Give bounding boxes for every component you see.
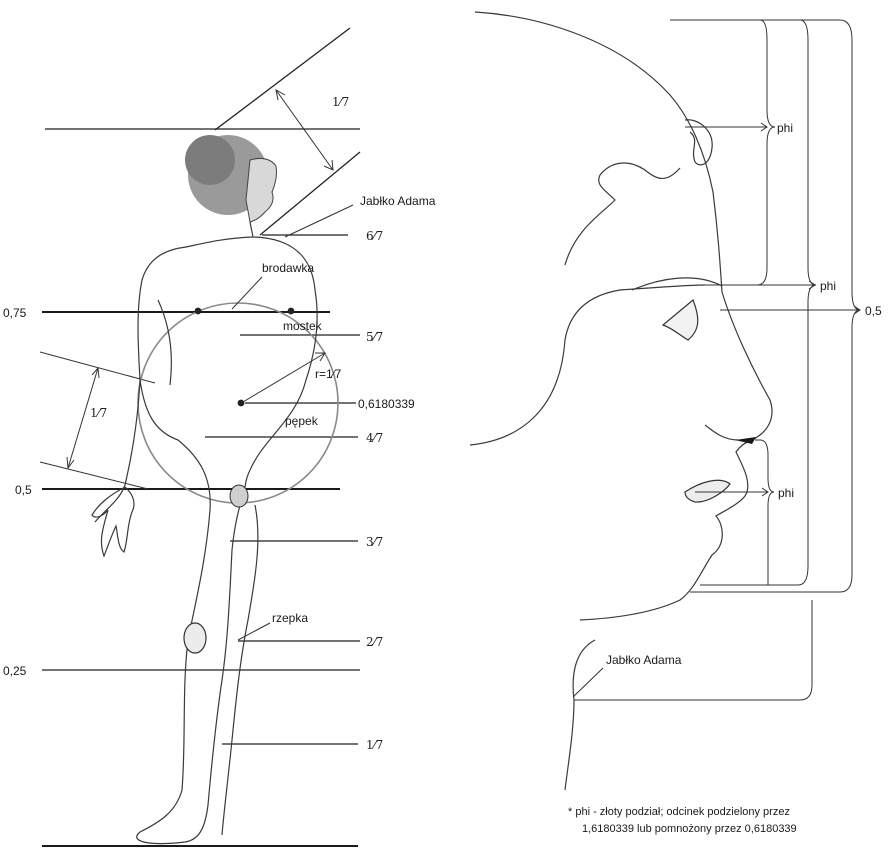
- bracket-brow: [690, 20, 816, 585]
- body-figure: 1⁄7 Jabłko Adama 6⁄7 brodawka 0,75 moste…: [3, 28, 436, 846]
- radius-line: [243, 353, 325, 402]
- footnote-line-2: 1,6180339 lub pomnożony przez 0,6180339: [582, 823, 797, 835]
- face-profile: phi phi 0,5 phi Jabłko Adama: [470, 12, 882, 790]
- genital-shape: [230, 485, 248, 507]
- body-outline: [95, 222, 317, 844]
- profile-outline: [475, 12, 772, 620]
- scale-075-label: 0,75: [3, 306, 27, 320]
- one-seventh-label: 1⁄7: [366, 738, 383, 752]
- radius-label: r=1⁄7: [315, 367, 342, 381]
- head-segment-arrow: [276, 90, 333, 170]
- right-value-label: 0,5: [865, 304, 882, 318]
- head-segment-label: 1⁄7: [332, 95, 349, 109]
- sternum-label: mostek: [283, 319, 323, 333]
- four-sevenths-label: 4⁄7: [366, 431, 383, 445]
- adams-apple-leader: [285, 205, 353, 237]
- mouth-phi-label: phi: [778, 486, 794, 500]
- cheek-contour: [470, 285, 705, 445]
- bracket-mouth: [755, 440, 774, 585]
- lips: [685, 480, 730, 502]
- navel-value-label: 0,6180339: [358, 397, 415, 411]
- bracket-eye: [670, 20, 775, 285]
- arm-segment-label: 1⁄7: [90, 406, 107, 420]
- arm-diagonal-upper: [40, 352, 155, 383]
- hair-shade: [185, 135, 235, 185]
- arm-diagonal-lower: [40, 462, 148, 489]
- eye-phi-label: phi: [777, 121, 793, 135]
- hair-contour: [565, 163, 680, 265]
- two-sevenths-label: 2⁄7: [366, 635, 383, 649]
- scale-05-label: 0,5: [15, 483, 32, 497]
- footnote: * phi - złoty podział; odcinek podzielon…: [568, 806, 797, 835]
- eye-shape: [663, 300, 698, 340]
- nostril: [705, 425, 738, 440]
- navel-point: [238, 400, 245, 407]
- face-adams-apple-leader: [573, 668, 603, 697]
- kneecap-shape: [184, 623, 206, 653]
- left-nipple-point: [195, 308, 202, 315]
- right-nipple-point: [288, 308, 295, 315]
- nipple-label: brodawka: [262, 261, 314, 275]
- three-sevenths-label: 3⁄7: [366, 535, 383, 549]
- kneecap-leader: [238, 623, 270, 640]
- face-adams-apple-label: Jabłko Adama: [606, 653, 682, 667]
- footnote-line-1: * phi - złoty podział; odcinek podzielon…: [568, 806, 790, 818]
- scale-025-label: 0,25: [3, 664, 27, 678]
- hand: [92, 487, 134, 556]
- profile-jaw: [565, 640, 595, 790]
- five-sevenths-label: 5⁄7: [366, 330, 383, 344]
- bracket-chin: [574, 600, 812, 700]
- face: [246, 158, 277, 222]
- six-sevenths-label: 6⁄7: [366, 229, 383, 243]
- kneecap-label: rzepka: [272, 611, 308, 625]
- bracket-full: [690, 20, 860, 592]
- adams-apple-label: Jabłko Adama: [360, 194, 436, 208]
- head-diagonal-upper: [215, 28, 350, 130]
- nose-phi-label: phi: [820, 279, 836, 293]
- navel-label: pępek: [285, 414, 319, 428]
